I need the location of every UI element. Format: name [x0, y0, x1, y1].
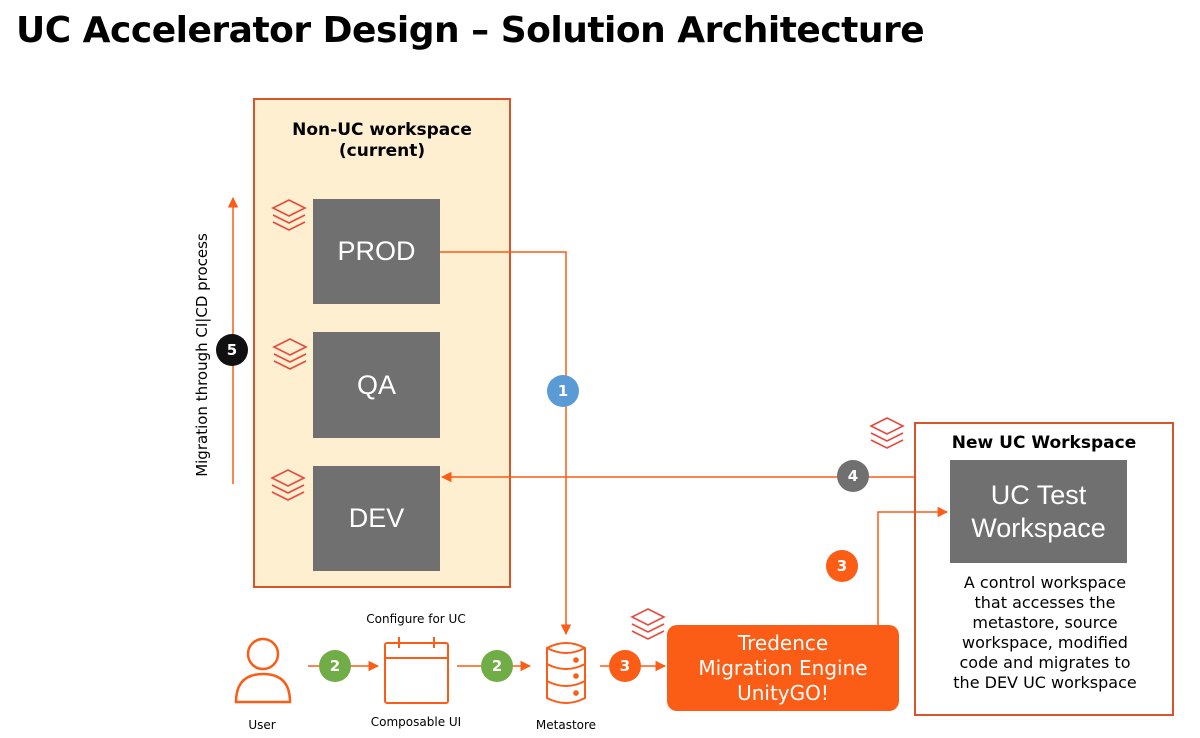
desc-line: that accesses the	[974, 593, 1116, 612]
desc-line: metastore, source	[972, 613, 1118, 632]
step-2-badge: 2	[481, 650, 513, 682]
databricks-stack-icon	[272, 338, 308, 370]
uc-test-line1: UC Test	[990, 479, 1087, 510]
user-label: User	[248, 718, 276, 732]
env-qa[interactable]: QA	[313, 332, 440, 438]
uc-test-line2: Workspace	[971, 512, 1106, 543]
new-uc-workspace-title: New UC Workspace	[951, 433, 1137, 453]
desc-line: A control workspace	[963, 573, 1127, 592]
engine-line1: Tredence	[737, 630, 829, 655]
desc-line: code and migrates to	[959, 653, 1131, 672]
user-icon	[234, 637, 292, 704]
calendar-ui-icon	[384, 637, 449, 704]
non-uc-workspace-title: Non-UC workspace (current)	[253, 120, 511, 162]
step-4-badge: 4	[837, 460, 869, 492]
step-3-badge: 3	[826, 550, 858, 582]
step-5-badge: 5	[216, 334, 248, 366]
step-1-badge: 1	[547, 375, 579, 407]
uc-test-workspace[interactable]: UC Test Workspace	[950, 460, 1127, 563]
prod-to-metastore-arrow	[440, 251, 572, 636]
databricks-stack-icon	[869, 417, 905, 449]
engine-to-uc-arrow	[877, 506, 949, 626]
env-prod[interactable]: PROD	[313, 199, 440, 304]
database-icon	[546, 642, 586, 704]
page-title: UC Accelerator Design – Solution Archite…	[16, 10, 925, 51]
engine-line2: Migration Engine	[698, 655, 868, 680]
engine-line3: UnityGO!	[737, 680, 829, 705]
uc-workspace-description: A control workspace that accesses the me…	[935, 573, 1155, 693]
databricks-stack-icon	[271, 199, 307, 231]
composable-ui-label: Composable UI	[370, 715, 462, 729]
desc-line: the DEV UC workspace	[953, 673, 1137, 692]
databricks-stack-icon	[630, 608, 666, 640]
desc-line: workspace, modified	[962, 633, 1128, 652]
step-2-badge: 2	[319, 650, 351, 682]
configure-label: Configure for UC	[366, 612, 466, 626]
step-3-badge: 3	[609, 650, 641, 682]
metastore-label: Metastore	[535, 718, 597, 732]
databricks-stack-icon	[270, 469, 306, 501]
non-uc-title-line1: Non-UC workspace	[292, 120, 472, 140]
non-uc-title-line2: (current)	[338, 141, 426, 161]
migration-engine-box[interactable]: Tredence Migration Engine UnityGO!	[667, 625, 899, 711]
env-dev[interactable]: DEV	[313, 466, 440, 571]
